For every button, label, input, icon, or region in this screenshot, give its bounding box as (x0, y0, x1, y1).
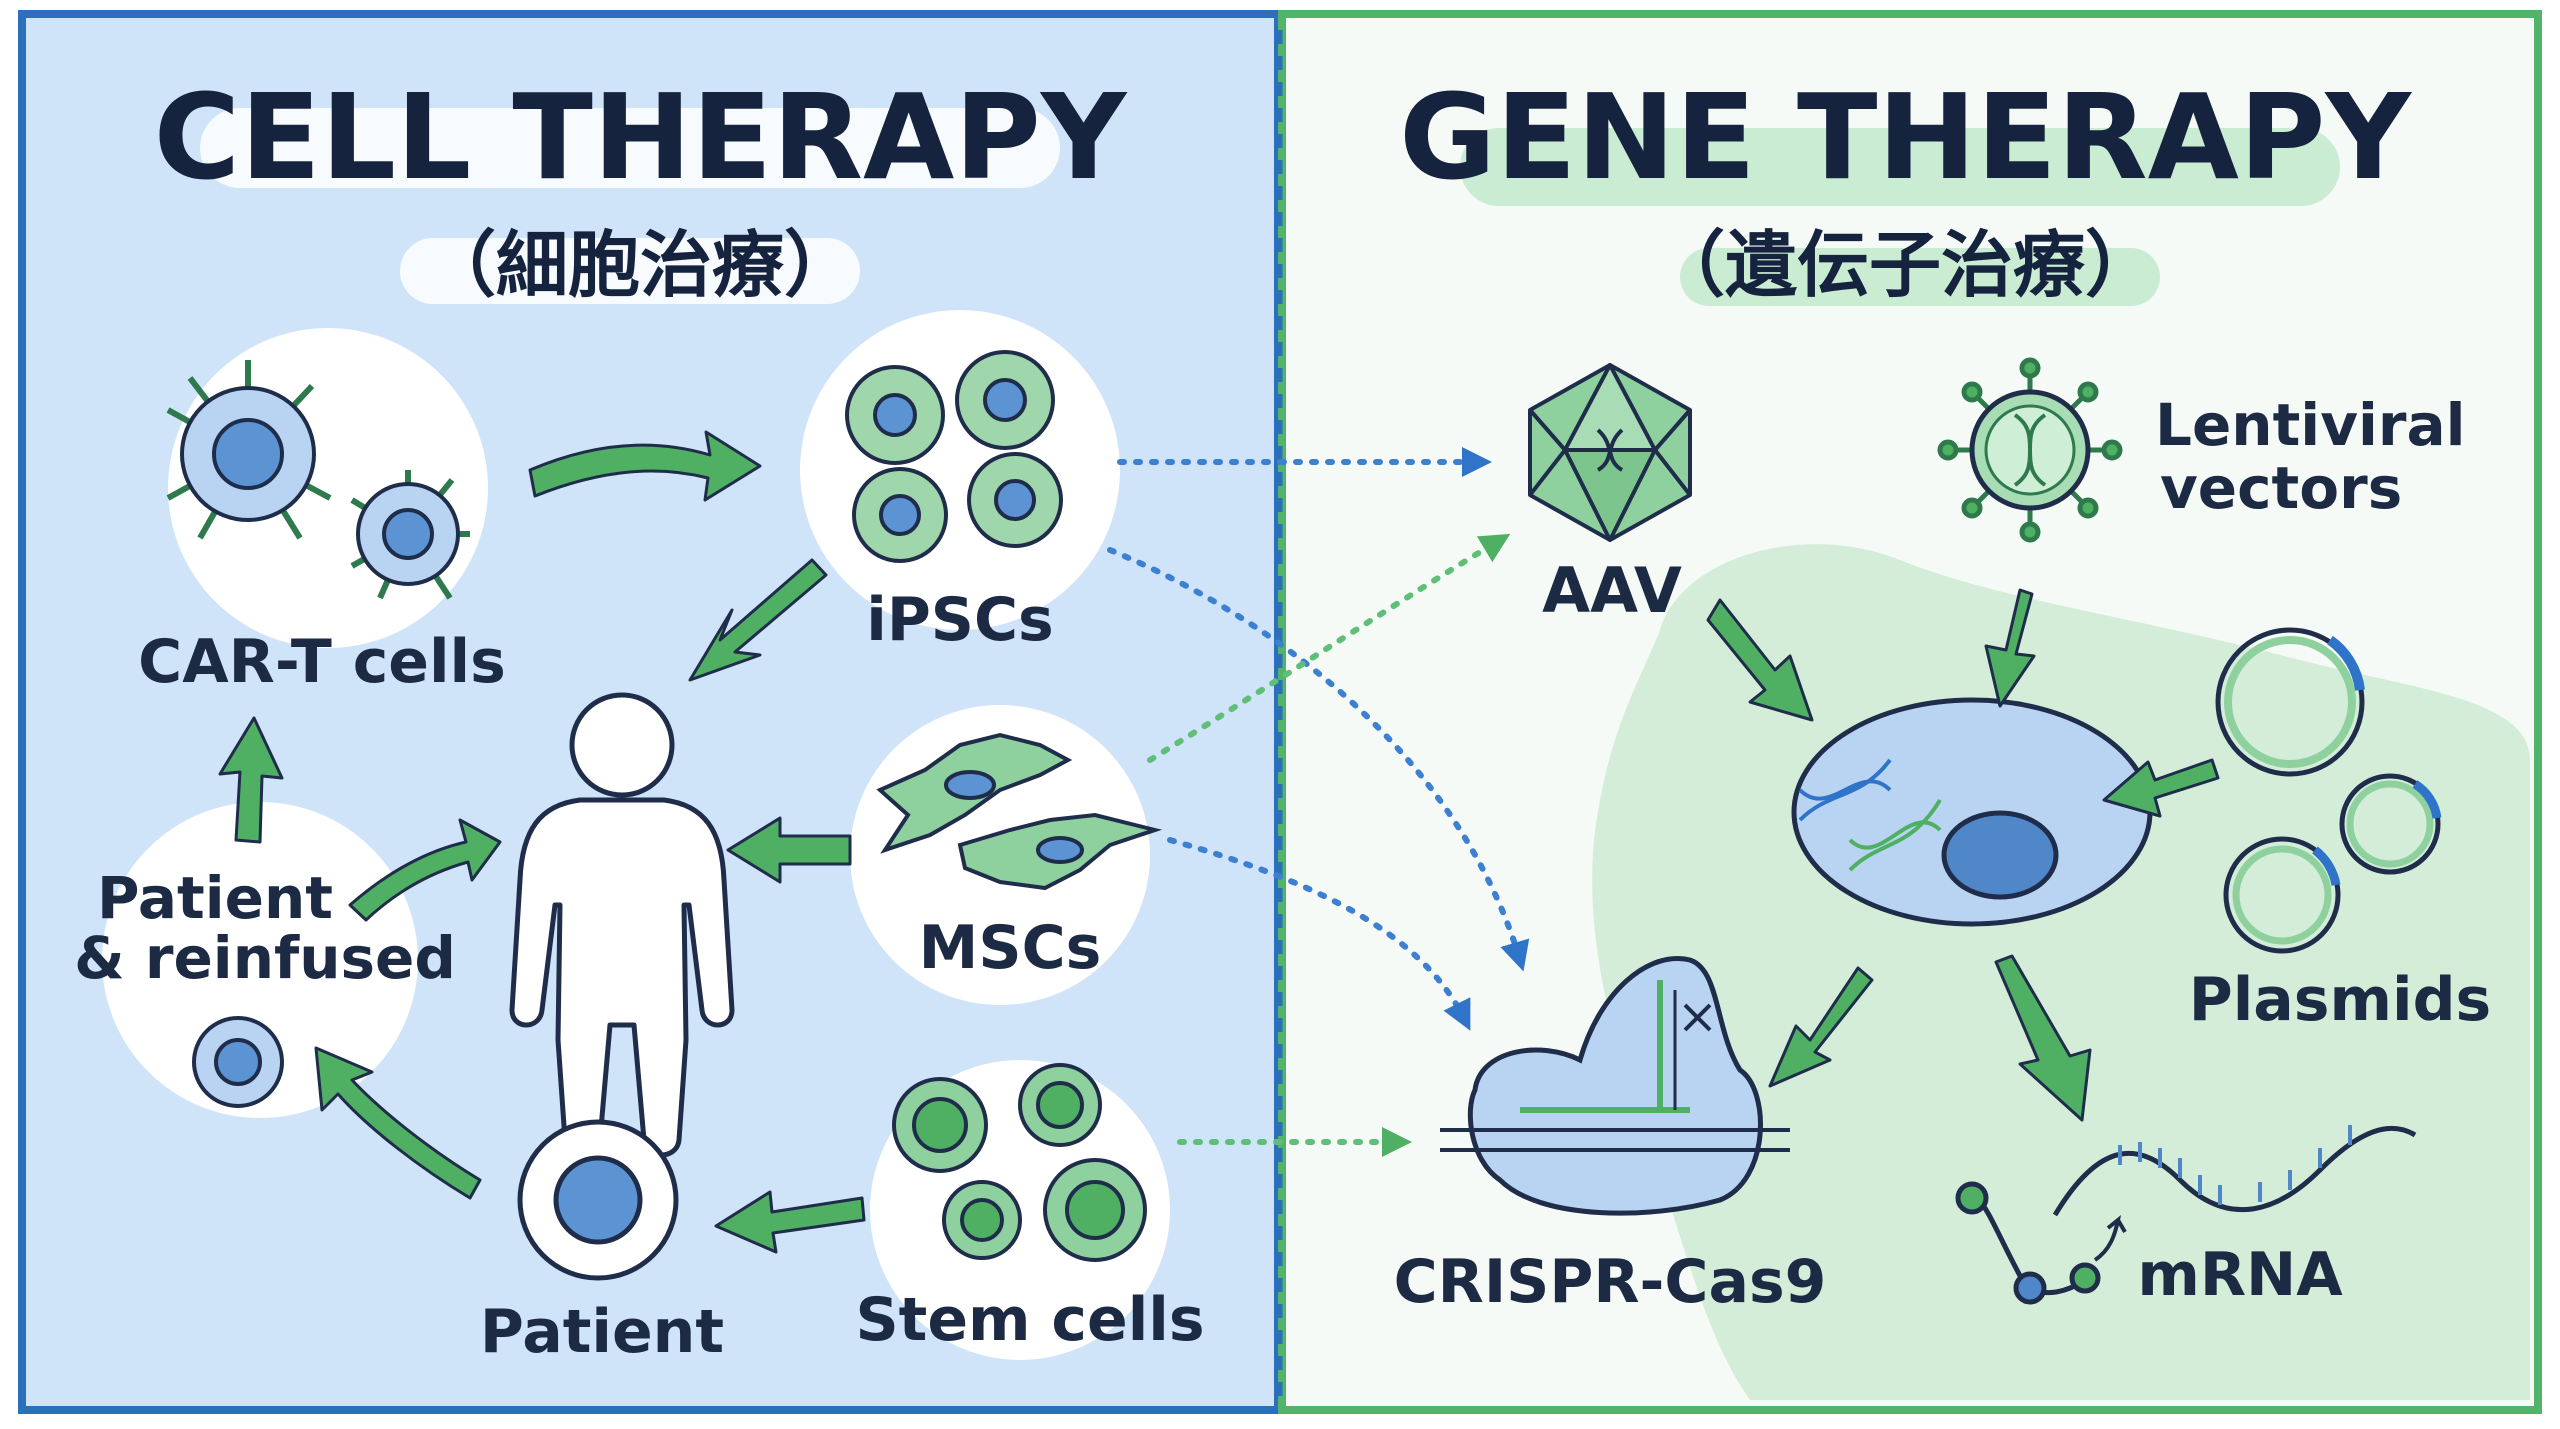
cell-therapy-title: CELL THERAPY (154, 68, 1128, 206)
aav-label: AAV (1542, 554, 1682, 627)
stem-cells-node: Stem cells (855, 1060, 1205, 1360)
plasmids-node: Plasmids (2189, 627, 2492, 1035)
aav-capsid-icon (1528, 363, 1692, 542)
plasmid-rings-icon (2215, 627, 2442, 954)
mrna-strand-icon (1955, 1125, 2417, 1305)
dotted-mscs-to-aav (1147, 533, 1511, 763)
gene-therapy-title: GENE THERAPY (1399, 68, 2412, 206)
patient-cell-icon (517, 1119, 679, 1281)
gene-therapy-subtitle: （遺伝子治療） (1653, 223, 2157, 307)
reinfused-label-line1: Patient (97, 864, 333, 932)
mscs-node: MSCs (850, 705, 1163, 1005)
aav-node: AAV (1528, 363, 1692, 627)
crispr-label: CRISPR-Cas9 (1394, 1247, 1827, 1317)
lentiviral-label-line1: Lentiviral (2155, 391, 2466, 459)
cell-therapy-flow-arrows (218, 430, 866, 1254)
stem-cells-label: Stem cells (855, 1285, 1204, 1355)
cell-therapy-header: CELL THERAPY （細胞治療） (154, 68, 1128, 307)
arrow-cell-to-mrna (1994, 954, 2092, 1122)
dotted-ipscs-to-crispr (1107, 547, 1530, 972)
gene-therapy-flow-arrows (1706, 588, 2220, 1122)
patient-label: Patient (480, 1297, 724, 1367)
car-t-label: CAR-T cells (138, 627, 506, 697)
arrow-patient-to-reinfused (314, 1046, 482, 1200)
crispr-node: CRISPR-Cas9 (1394, 956, 1827, 1317)
arrow-reinfused-to-car-t (218, 716, 284, 844)
lentiviral-node: Lentiviral vectors (1937, 357, 2466, 543)
lentiviral-label-line2: vectors (2160, 454, 2402, 522)
lentivirus-icon (1937, 357, 2123, 543)
stem-cells-icon (892, 1063, 1147, 1262)
reinfused-node: Patient & reinfused (74, 802, 456, 1118)
arrow-plasmids-to-cell (2102, 758, 2220, 818)
cross-panel-dotted-arrows (1107, 447, 1530, 1157)
patient-node: Patient (480, 1119, 724, 1367)
arrow-ipscs-to-person (688, 558, 828, 682)
reinfused-cell-icon (192, 1016, 284, 1108)
arrow-cell-to-crispr (1768, 966, 1874, 1088)
arrow-aav-to-cell (1706, 598, 1814, 722)
mrna-node: mRNA (1955, 1125, 2417, 1310)
car-t-node: CAR-T cells (138, 328, 506, 697)
ipscs-label: iPSCs (866, 585, 1054, 655)
plasmids-label: Plasmids (2189, 965, 2492, 1035)
mrna-label: mRNA (2137, 1240, 2343, 1310)
cell-therapy-subtitle: （細胞治療） (424, 223, 856, 307)
crispr-cas9-icon (1440, 956, 1790, 1216)
ipsc-cells-icon (845, 350, 1063, 563)
arrow-reinfused-to-person (348, 818, 502, 922)
reinfused-label-line2: & reinfused (74, 924, 456, 992)
mscs-label: MSCs (919, 913, 1102, 983)
arrow-mscs-to-person (726, 816, 852, 884)
gene-therapy-header: GENE THERAPY （遺伝子治療） (1399, 68, 2412, 307)
arrow-lentiviral-to-cell (1984, 588, 2036, 708)
msc-cells-icon (876, 732, 1163, 891)
car-t-cell-icon (166, 360, 470, 600)
ipscs-node: iPSCs (800, 310, 1120, 655)
person-icon (509, 692, 735, 1158)
target-cell-icon (1791, 697, 2153, 927)
arrow-stem-to-patient (714, 1190, 866, 1254)
arrow-car-t-to-ipscs (528, 430, 762, 502)
dotted-mscs-to-crispr (1167, 837, 1471, 1031)
